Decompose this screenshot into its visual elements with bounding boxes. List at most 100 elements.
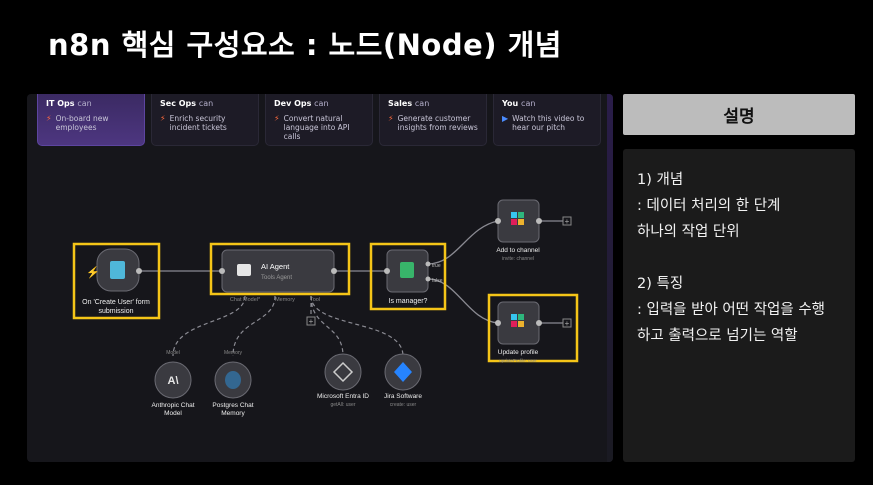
input-port[interactable] <box>384 268 390 274</box>
agent-name: AI Agent <box>261 262 290 271</box>
output-port[interactable] <box>536 218 542 224</box>
input-port[interactable] <box>495 320 501 326</box>
form-icon <box>110 261 125 279</box>
jira-label: Jira Software <box>384 393 422 400</box>
highlight-box <box>487 293 579 363</box>
slack-sub: invite: channel <box>502 256 534 262</box>
tab-desc-1: Generate customer <box>397 114 471 123</box>
dashed-connection <box>310 295 344 357</box>
panel-line: : 입력을 받아 어떤 작업을 수행 <box>637 302 826 318</box>
tab-desc-1: Convert natural <box>283 114 343 123</box>
robot-icon <box>237 264 251 276</box>
tab-sub: can <box>314 99 329 108</box>
tab-desc-1: Enrich security <box>169 114 226 123</box>
agent-port-label: Tool <box>310 297 320 303</box>
add-node-button[interactable] <box>562 216 572 226</box>
panel-line: 하고 출력으로 넘기는 역할 <box>637 328 798 344</box>
input-port[interactable] <box>219 268 225 274</box>
tab-sub: can <box>198 99 214 108</box>
plus-icon: + <box>565 217 570 226</box>
agent-port-label: Chat Model* <box>230 297 261 303</box>
dashed-connection <box>172 295 246 357</box>
output-port[interactable] <box>536 320 542 326</box>
tab-desc-1: On-board new <box>55 114 109 123</box>
entra-sub: getAll: user <box>330 402 355 408</box>
input-port[interactable] <box>495 218 501 224</box>
page-title: n8n 핵심 구성요소 : 노드(Node) 개념 <box>48 28 562 62</box>
add-node-button[interactable] <box>562 318 572 328</box>
plus-icon: + <box>565 319 570 328</box>
panel-line: 하나의 작업 단위 <box>637 224 740 240</box>
false-label: false <box>432 278 443 284</box>
bolt-icon: ⚡ <box>46 114 52 123</box>
tab-title: You <box>502 99 519 108</box>
trigger-label: On 'Create User' form <box>82 299 150 306</box>
output-port[interactable] <box>331 268 337 274</box>
dashed-connection <box>310 295 404 357</box>
tab-desc-1: Watch this video to <box>512 114 585 123</box>
tab-desc-2: hear our pitch <box>512 123 566 132</box>
tab-title: IT Ops <box>46 99 75 108</box>
output-port[interactable] <box>136 268 142 274</box>
slack-sub: updateProfile: user <box>499 358 537 363</box>
play-icon: ▶ <box>502 114 509 123</box>
jira-icon <box>394 362 412 382</box>
entra-node[interactable] <box>324 353 362 391</box>
agent-port-label: Memory <box>275 297 295 303</box>
screenshot-edge <box>607 94 613 462</box>
anthropic-label: Anthropic Chat <box>152 402 195 409</box>
connection-line <box>427 220 499 265</box>
if-label: Is manager? <box>389 298 428 305</box>
tab-desc-2: incident tickets <box>169 123 227 132</box>
postgres-label: Memory <box>221 410 245 417</box>
bolt-icon: ⚡ <box>388 114 394 123</box>
tab-sub: can <box>521 99 536 108</box>
slack-icon <box>511 314 524 327</box>
workflow-canvas: ⚡ On 'Create User' form submission AI Ag… <box>72 199 579 417</box>
tab-desc-2: insights from reviews <box>397 123 478 132</box>
sub-tag: Memory <box>224 350 243 356</box>
tab-title: Dev Ops <box>274 99 312 108</box>
if-icon <box>400 262 414 278</box>
trigger-label: submission <box>98 308 133 315</box>
highlight-box <box>209 242 351 296</box>
anthropic-label: Model <box>164 410 182 417</box>
tab-sub: can <box>77 99 92 108</box>
panel-line <box>637 245 841 271</box>
bolt-icon: ⚡ <box>274 114 280 123</box>
slack-icon <box>511 212 524 225</box>
postgres-icon <box>225 371 241 389</box>
anthropic-icon: A\ <box>168 375 179 387</box>
output-port[interactable] <box>425 276 431 282</box>
output-port[interactable] <box>425 261 431 267</box>
add-tool-button[interactable] <box>306 316 316 326</box>
entra-icon <box>332 361 354 383</box>
bolt-icon: ⚡ <box>86 266 100 279</box>
panel-line: 1) 개념 <box>637 172 684 188</box>
highlight-box <box>369 242 447 311</box>
plus-icon: + <box>309 317 314 326</box>
slack-label: Add to channel <box>496 247 540 254</box>
postgres-label: Postgres Chat <box>212 402 253 409</box>
entra-label: Microsoft Entra ID <box>317 393 369 400</box>
dashed-connection <box>232 295 276 357</box>
anthropic-node[interactable] <box>154 361 192 399</box>
highlight-box <box>72 242 161 320</box>
tab-desc-2: language into API calls <box>283 123 350 141</box>
panel-body: 1) 개념 : 데이터 처리의 한 단계 하나의 작업 단위 2) 특징 : 입… <box>623 149 855 462</box>
true-label: true <box>432 263 441 269</box>
sub-tag: Model <box>166 350 180 356</box>
panel-line: : 데이터 처리의 한 단계 <box>637 198 781 214</box>
connection-line <box>427 278 499 324</box>
tab-title: Sec Ops <box>160 99 197 108</box>
slack-label: Update profile <box>498 349 539 356</box>
jira-sub: create: user <box>390 402 417 408</box>
panel-line: 2) 특징 <box>637 276 684 292</box>
